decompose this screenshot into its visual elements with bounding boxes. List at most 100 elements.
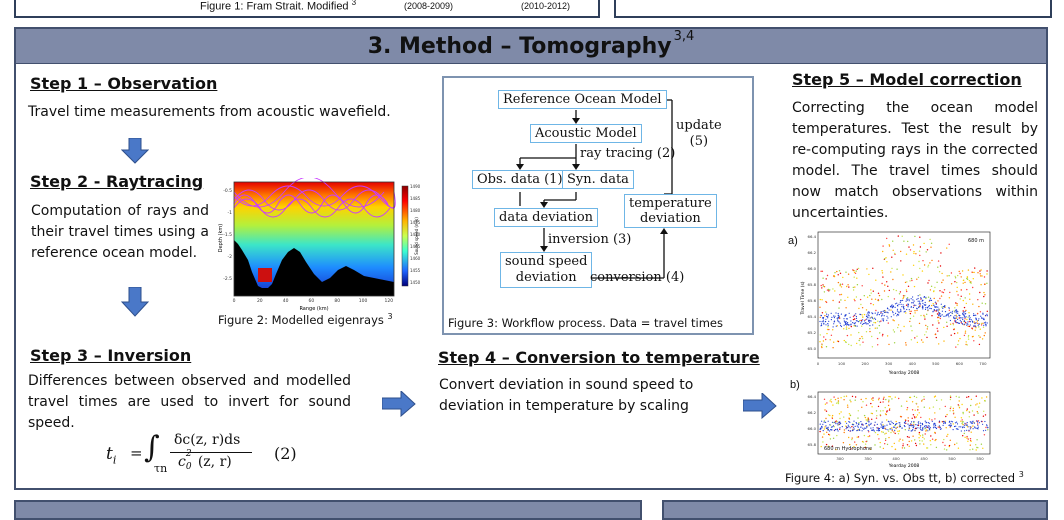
scatter-point [957,340,960,342]
scatter-point [975,314,977,316]
scatter-point [958,426,960,428]
scatter-point [833,275,835,277]
scatter-point [962,310,964,312]
scatter-point [938,312,940,314]
scatter-point [933,425,935,427]
scatter-point [986,313,988,315]
figure2-xtick: 20 [257,298,263,304]
scatter-point [878,314,880,316]
scatter-point [900,330,902,332]
scatter-point [837,424,839,426]
scatter-point [955,346,957,348]
scatter-point [967,325,969,327]
scatter-point [872,313,874,315]
scatter-point [926,429,928,431]
scatter-point [964,310,966,313]
scatter-point [828,328,830,331]
scatter-point [861,424,863,426]
scatter-point [940,252,942,254]
scatter-point [931,315,933,317]
scatter-point [865,323,867,325]
scatter-point [852,429,854,431]
scatter-point [981,275,983,277]
scatter-point [907,303,910,305]
scatter-point [862,427,864,429]
scatter-point [983,434,986,436]
scatter-point [888,244,890,246]
scatter-point [920,416,922,419]
scatter-point [914,409,916,411]
scatter-point [949,396,952,398]
step4-title: Step 4 – Conversion to temperature [438,348,760,367]
scatter-point [914,312,916,314]
scatter-point [891,256,893,258]
scatter-point [859,337,861,340]
scatter-point [904,281,907,284]
scatter-point [863,323,865,325]
scatter-point [831,414,834,417]
scatter-point [943,340,945,342]
scatter-point [894,424,896,427]
scatter-point [956,322,958,324]
scatter-point [973,325,975,327]
scatter-point [878,397,880,399]
scatter-point [966,424,968,426]
scatter-point [832,437,835,439]
scatter-point [856,342,858,345]
scatter-point [909,310,911,313]
scatter-point [876,415,878,417]
scatter-point [958,400,960,402]
scatter-point [888,309,890,311]
scatter-point [951,310,953,312]
scatter-point [833,341,835,343]
scatter-point [949,291,951,294]
scatter-point [974,325,976,327]
scatter-point [962,427,964,429]
scatter-point [834,398,837,401]
scatter-point [877,399,880,401]
scatter-point [958,407,961,409]
scatter-point [925,430,927,432]
scatter-point [820,284,822,287]
scatter-point [929,440,931,442]
figure2-ytick: -0.5 [223,188,232,194]
scatter-point [822,318,824,320]
scatter-point [871,312,873,314]
scatter-point [924,334,926,336]
scatter-point [879,441,881,444]
scatter-point [983,334,985,337]
scatter-point [960,276,962,278]
scatter-point [922,428,924,430]
scatter-point [877,427,880,429]
scatter-point [983,410,985,412]
scatter-point [984,400,986,402]
scatter-point [861,285,863,287]
scatter-point [965,302,967,305]
scatter-point [950,422,952,424]
scatter-point [944,444,946,447]
scatter-point [861,430,863,432]
scatter-point [913,252,915,255]
scatter-point [978,335,980,337]
scatter-point [877,344,879,346]
scatter-point [966,344,968,346]
scatter-point [955,395,957,398]
figure4a-ylabel: Travel Time (s) [800,281,806,315]
scatter-point [926,326,929,328]
figure2-xtick: 0 [233,298,236,304]
scatter-point [906,281,908,283]
scatter-point [879,413,882,416]
scatter-point [820,270,822,272]
scatter-point [923,426,926,428]
scatter-point [964,297,966,299]
scatter-point [975,325,977,328]
scatter-point [921,440,923,442]
scatter-point [907,240,909,243]
eq-fraction-bar [170,452,252,453]
scatter-point [871,316,873,318]
eq-number: (2) [274,444,297,463]
scatter-point [842,442,845,444]
scatter-point [949,319,951,322]
scatter-point [832,299,834,302]
scatter-point [896,310,898,312]
